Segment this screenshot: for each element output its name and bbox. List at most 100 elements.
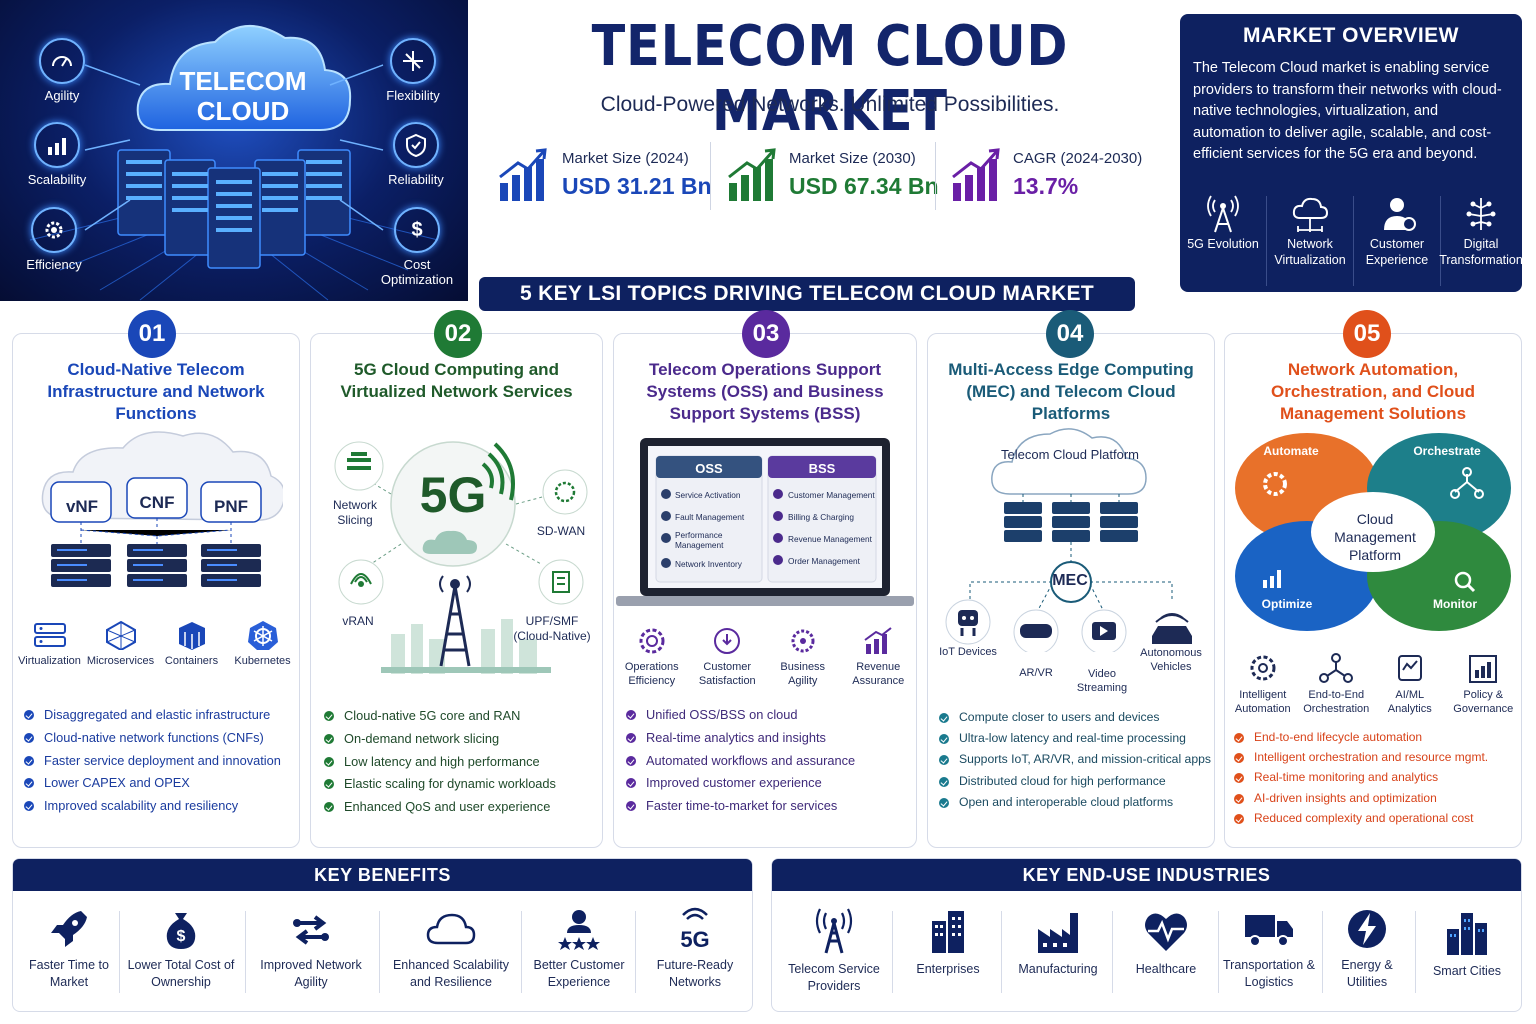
page-subtitle: Cloud-Powered Networks. Unlimited Possib… (600, 93, 1060, 116)
bullet-item: Ultra-low latency and real-time processi… (937, 728, 1211, 749)
topic-badge-03: 03 (742, 310, 790, 358)
stat-market-2030: Market Size (2030)USD 67.34 Bn (727, 140, 939, 210)
industry-divider (1415, 911, 1416, 993)
key-industries-panel: KEY END-USE INDUSTRIES Telecom Service P… (771, 858, 1522, 1012)
5g-signal-icon: 5G (680, 907, 710, 951)
gauge-icon (39, 38, 85, 84)
hero-feature-label: Reliability (388, 172, 444, 187)
bss-item: Customer Management (788, 490, 875, 500)
hero-feature-efficiency: Efficiency (14, 207, 94, 272)
satisfaction-icon (714, 628, 741, 654)
industry-item: Smart Cities (1418, 907, 1516, 980)
topic-badge-02: 02 (434, 310, 482, 358)
5g-diagram (334, 441, 588, 674)
transfer-arrows-icon (293, 915, 329, 945)
growth-chart-icon (728, 148, 776, 201)
benefit-item: Better Customer Experience (527, 907, 631, 991)
gear-icon (1250, 655, 1276, 681)
benefit-label: Enhanced Scalability and Resilience (392, 958, 510, 989)
topic-04-bullets: Compute closer to users and devices Ultr… (937, 707, 1211, 813)
ai-chip-icon (1397, 655, 1422, 681)
bullet-item: Open and interoperable cloud platforms (937, 792, 1211, 813)
benefit-label: Future-Ready Networks (656, 958, 734, 989)
icon-label: Customer Satisfaction (698, 661, 756, 687)
market-overview-panel: MARKET OVERVIEW The Telecom Cloud market… (1180, 14, 1523, 292)
topic-title: Telecom Operations Support Systems (OSS)… (646, 360, 884, 423)
bullet-item: Automated workflows and assurance (624, 750, 855, 773)
bullet-item: Faster time-to-market for services (624, 795, 855, 818)
industry-label: Energy & Utilities (1341, 958, 1393, 989)
hero-feature-label: Efficiency (26, 257, 82, 272)
energy-bolt-icon (1348, 910, 1386, 948)
icon-label: Operations Efficiency (624, 661, 679, 687)
topic-badge-01: 01 (128, 310, 176, 358)
overview-item-label: Digital Transformation (1439, 237, 1523, 267)
topic-03-icon-row: Operations Efficiency Customer Satisfact… (614, 626, 916, 688)
stat-cagr: CAGR (2024-2030)13.7% (951, 140, 1142, 210)
cloud-icon (426, 913, 476, 945)
oss-item: Service Activation (675, 490, 741, 500)
bullet-item: On-demand network slicing (322, 728, 556, 751)
cloud-network-icon (1292, 197, 1329, 232)
industry-item: Manufacturing (1008, 907, 1108, 978)
server-rack-icon (33, 623, 66, 647)
factory-icon (1038, 913, 1078, 953)
tower-icon (1207, 195, 1239, 233)
ar-vr-label: AR/VR (1019, 667, 1053, 679)
stat-market-2024: Market Size (2024) USD 31.21 Bn (498, 140, 712, 210)
stat-divider (710, 142, 711, 210)
icon-label: Intelligent Automation (1234, 689, 1291, 715)
bullet-item: Enhanced QoS and user experience (322, 796, 556, 819)
network-slicing-label: Network Slicing (332, 498, 377, 527)
bullet-item: Cloud-native 5G core and RAN (322, 705, 556, 728)
topic-badge-05: 05 (1343, 310, 1391, 358)
industry-divider (892, 911, 893, 993)
industry-item: Transportation & Logistics (1218, 907, 1320, 991)
key-benefits-title: KEY BENEFITS (13, 859, 752, 891)
laptop-illustration (616, 438, 914, 606)
cloud-native-diagram (41, 431, 283, 587)
overview-item-label: Network Virtualization (1274, 237, 1346, 267)
bar-chart-icon (34, 122, 80, 168)
optimize-petal-label: Optimize (1261, 597, 1313, 611)
agility-gear-icon (791, 629, 815, 653)
telecom-tower-icon (815, 908, 853, 954)
bullet-item: Faster service deployment and innovation (22, 750, 281, 773)
benefit-item: 5G Future-Ready Networks (643, 907, 747, 991)
hero-feature-label: Agility (44, 88, 80, 103)
benefit-item: Improved Network Agility (253, 907, 369, 991)
vnf-box: vNF (65, 497, 99, 516)
hero-feature-label: Scalability (27, 172, 87, 187)
industry-label: Smart Cities (1432, 964, 1502, 978)
growth-chart-icon (952, 148, 1000, 201)
icon-label: Kubernetes (234, 655, 291, 667)
stat-label: Market Size (2024) (562, 150, 689, 167)
topic-03-icon-item: Business Agility (767, 626, 839, 688)
overview-divider (1353, 196, 1354, 286)
section-banner: 5 KEY LSI TOPICS DRIVING TELECOM CLOUD M… (479, 277, 1135, 311)
vran-label: vRAN (342, 614, 374, 628)
topic-title: Network Automation, Orchestration, and C… (1270, 360, 1476, 423)
cnf-box: CNF (139, 493, 175, 512)
topic-02-bullets: Cloud-native 5G core and RAN On-demand n… (322, 705, 556, 819)
pnf-box: PNF (214, 497, 248, 516)
rocket-icon (51, 911, 87, 947)
svg-text:$: $ (177, 928, 186, 945)
key-benefits-panel: KEY BENEFITS Faster Time to Market $ Low… (12, 858, 753, 1012)
topic-05-icon-item: End-to-End Orchestration (1300, 652, 1372, 716)
container-icon (178, 622, 205, 650)
bullet-item: Elastic scaling for dynamic workloads (322, 773, 556, 796)
stat-label: CAGR (2024-2030) (1013, 150, 1143, 167)
telecom-cloud-platform-label: Telecom Cloud Platform (1001, 447, 1139, 462)
cloud-management-platform-label: Cloud Management Platform (1334, 511, 1416, 563)
gear-icon (639, 628, 665, 654)
bss-title: BSS (808, 461, 836, 476)
money-bag-icon: $ (166, 913, 196, 949)
stat-value: USD 31.21 Bn (562, 173, 712, 199)
office-building-icon (932, 911, 964, 953)
bullet-item: End-to-end lifecycle automation (1232, 727, 1488, 747)
overview-item-label: 5G Evolution (1187, 237, 1259, 251)
hero-feature-label: Flexibility (386, 88, 440, 103)
benefit-label: Lower Total Cost of Ownership (127, 958, 235, 989)
heart-pulse-icon (1145, 913, 1187, 951)
